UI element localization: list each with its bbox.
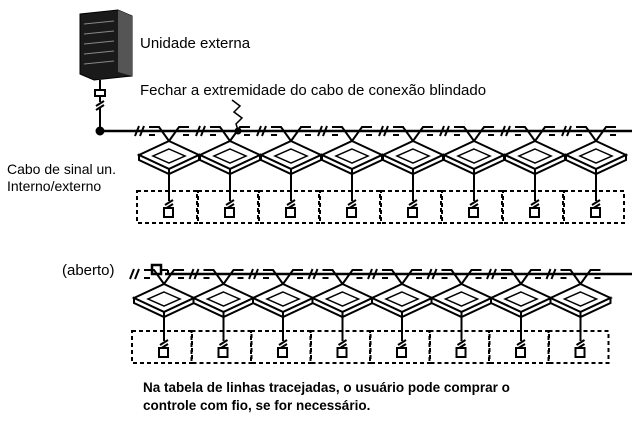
shield-end-label: Fechar a extremidade do cabo de conexão … [140, 82, 487, 99]
outdoor-connector [94, 80, 106, 136]
indoor-unit [378, 125, 446, 224]
indoor-unit [134, 125, 202, 224]
indoor-unit [486, 268, 554, 364]
outdoor-unit-label: Unidade externa [140, 35, 251, 52]
note-line2: controle com fio, se for necessário. [143, 398, 371, 413]
indoor-unit [500, 125, 568, 224]
indoor-unit [317, 125, 385, 224]
indoor-unit [426, 268, 494, 364]
outdoor-unit-icon [79, 9, 133, 81]
indoor-units-row-1 [134, 125, 629, 224]
signal-cable-label-line2: Interno/externo [7, 178, 102, 194]
signal-cable-label-line1: Cabo de sinal un. [7, 161, 116, 177]
indoor-unit [256, 125, 324, 224]
indoor-unit [367, 268, 435, 364]
open-label: (aberto) [62, 262, 115, 279]
indoor-unit [439, 125, 507, 224]
indoor-unit [561, 125, 629, 224]
indoor-units-row-2 [129, 268, 613, 364]
indoor-unit [195, 125, 263, 224]
indoor-unit [129, 268, 197, 364]
shield-leader-line [231, 99, 244, 131]
indoor-unit [307, 268, 375, 364]
indoor-unit [545, 268, 613, 364]
indoor-unit [188, 268, 256, 364]
indoor-unit [248, 268, 316, 364]
note-line1: Na tabela de linhas tracejadas, o usuári… [143, 380, 510, 395]
